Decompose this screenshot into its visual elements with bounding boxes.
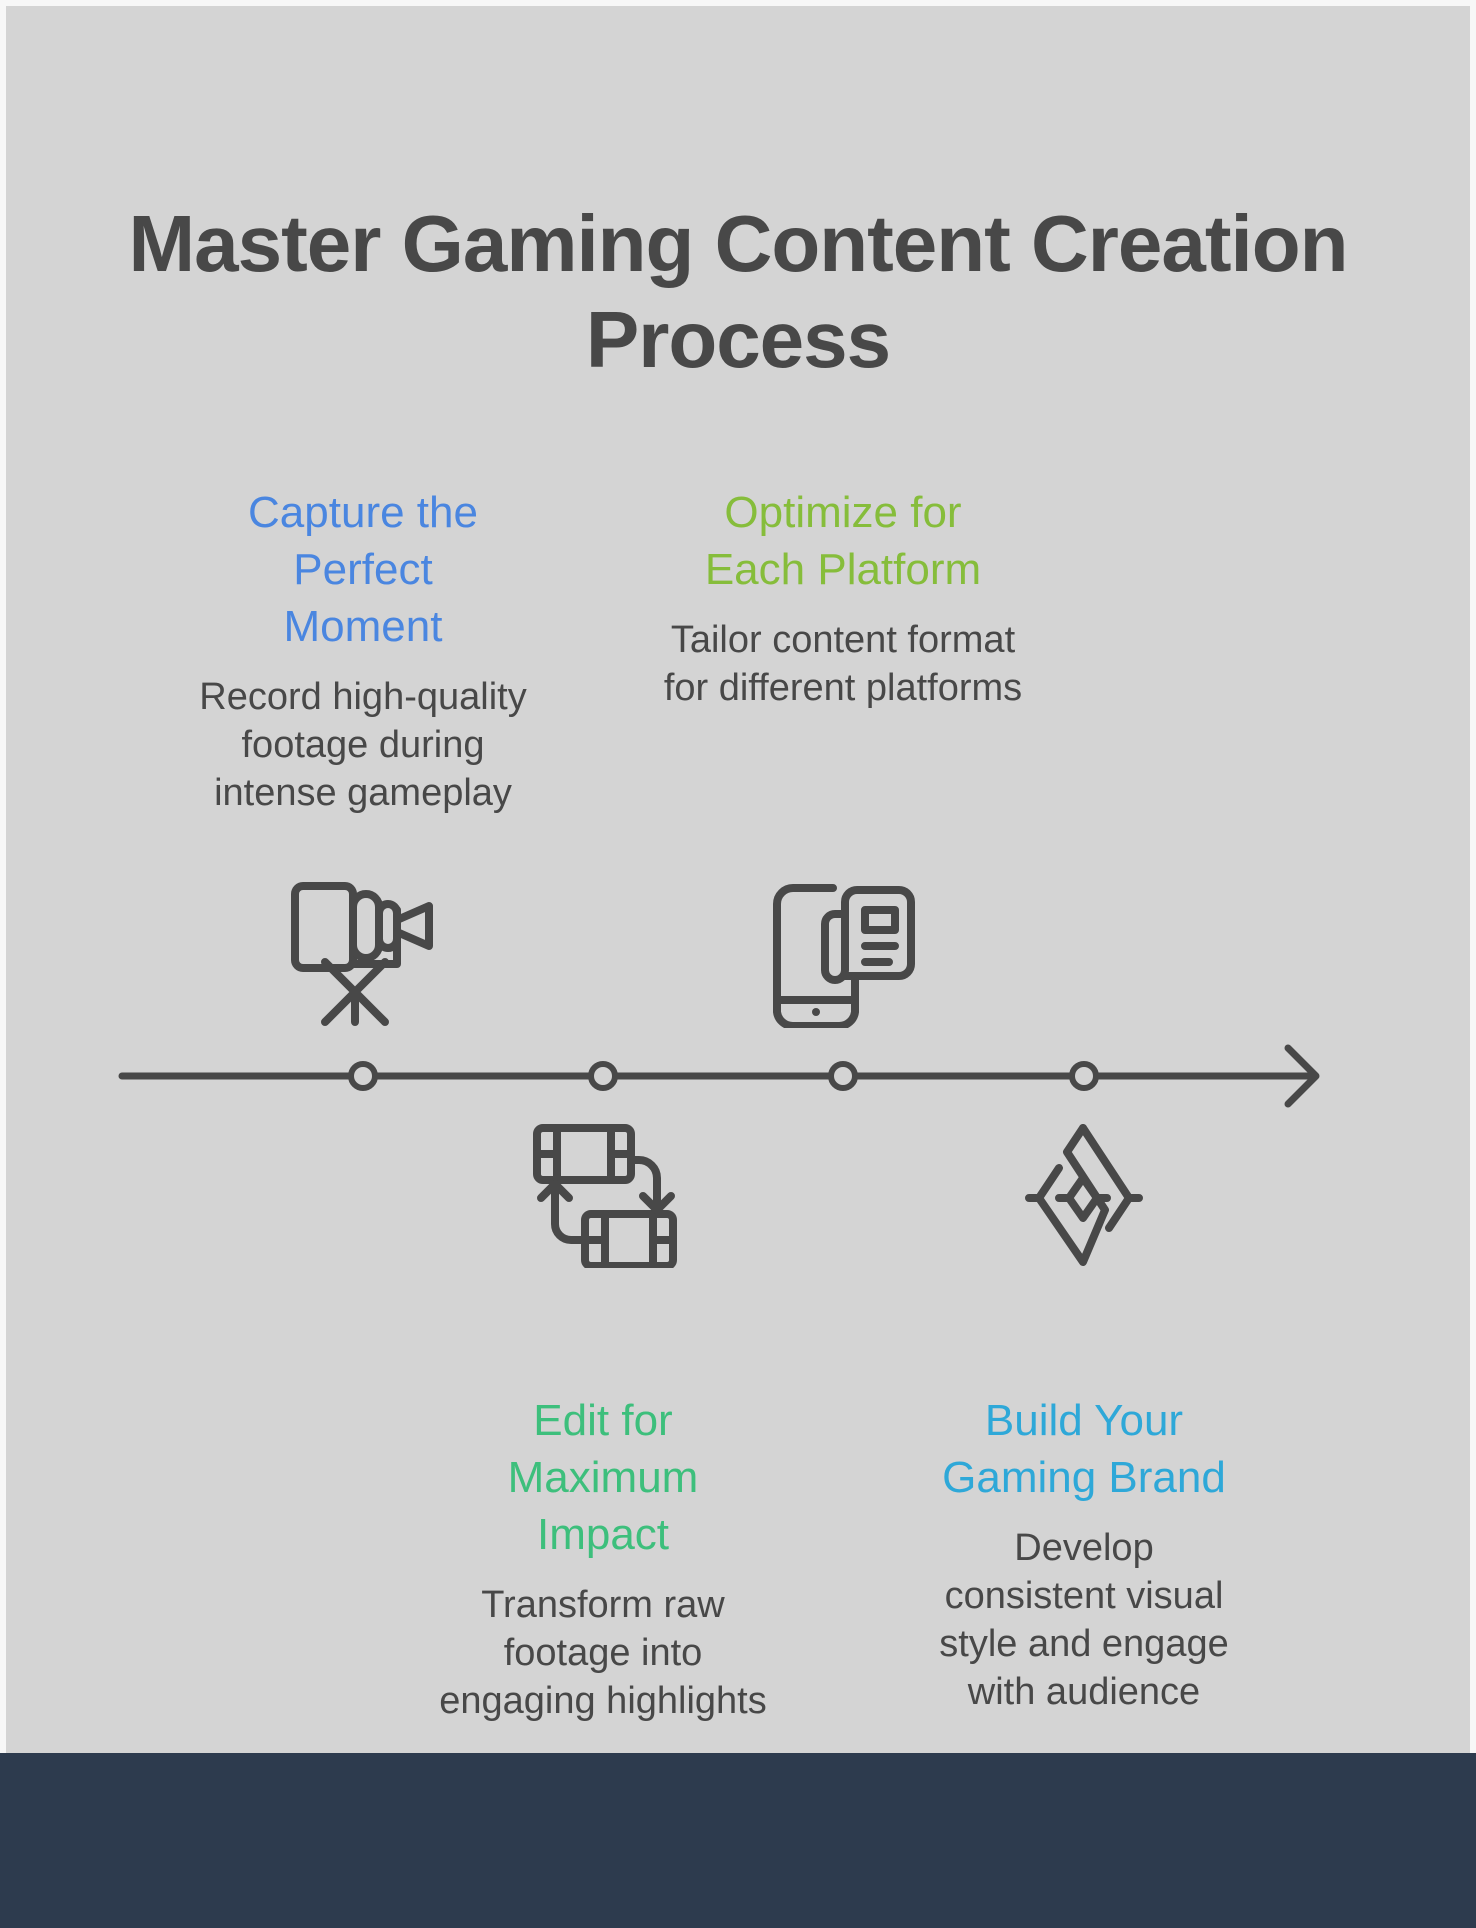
step-description: Transform raw footage into engaging high…	[439, 1584, 767, 1722]
phone-newspaper-icon	[771, 882, 917, 1028]
step-heading: Build Your Gaming Brand	[942, 1396, 1226, 1502]
timeline-node-1	[348, 1061, 378, 1091]
footer-band	[0, 1753, 1476, 1928]
page-title-text: Master Gaming Content Creation Process	[128, 199, 1348, 384]
timeline-arrowhead	[1284, 1044, 1320, 1108]
step-description: Record high-quality footage during inten…	[199, 676, 527, 814]
step-heading: Optimize for Each Platform	[704, 488, 982, 594]
timeline-node-3	[828, 1061, 858, 1091]
step-heading: Capture the Perfect Moment	[248, 488, 478, 651]
step-optimize: Optimize for Each Platform Tailor conten…	[633, 484, 1053, 712]
step-description: Develop consistent visual style and enga…	[939, 1527, 1229, 1713]
film-swap-icon	[531, 1122, 677, 1268]
step-heading: Edit for Maximum Impact	[507, 1396, 699, 1559]
step-edit: Edit for Maximum Impact Transform raw fo…	[393, 1392, 813, 1725]
timeline-node-4	[1069, 1061, 1099, 1091]
timeline-node-2	[588, 1061, 618, 1091]
brand-diamond-icon	[1011, 1122, 1157, 1268]
diagram-panel	[6, 6, 1470, 1753]
step-build: Build Your Gaming Brand Develop consiste…	[874, 1392, 1294, 1716]
step-description: Tailor content format for different plat…	[663, 619, 1023, 709]
step-capture: Capture the Perfect Moment Record high-q…	[153, 484, 573, 817]
page-title: Master Gaming Content Creation Process	[0, 196, 1476, 388]
video-camera-tripod-icon	[291, 882, 437, 1028]
